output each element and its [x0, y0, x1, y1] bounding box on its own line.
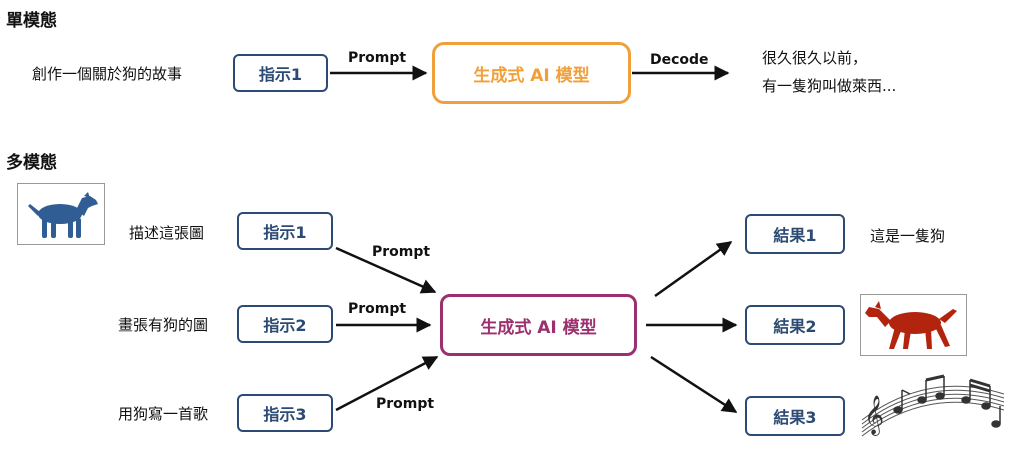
multi-modal-title: 多模態 — [6, 153, 57, 173]
blue-dog-icon — [17, 183, 105, 245]
prompt-arrow-3 — [335, 355, 439, 412]
music-notes-icon: 𝄞 — [858, 366, 1008, 442]
single-output-line1: 很久很久以前， — [762, 49, 868, 67]
result-output-text-1: 這是一隻狗 — [870, 227, 946, 245]
single-instruction-box: 指示1 — [233, 54, 328, 92]
single-output-line2: 有一隻狗叫做萊西... — [762, 77, 897, 95]
multi-prompt-label-2: Prompt — [348, 301, 407, 317]
prompt-arrow-1 — [335, 246, 437, 294]
multi-model-box: 生成式 AI 模型 — [440, 294, 637, 356]
multi-prompt-label-1: Prompt — [372, 244, 431, 260]
multi-instruction-box-1: 指示1 — [237, 212, 333, 250]
multi-input-text-1: 描述這張圖 — [129, 224, 205, 242]
result-box-2: 結果2 — [745, 305, 845, 345]
result-arrow-3 — [650, 355, 738, 414]
single-prompt-label: Prompt — [348, 50, 407, 66]
multi-instruction-box-2: 指示2 — [237, 305, 333, 343]
decode-label: Decode — [650, 52, 709, 68]
result-box-1: 結果1 — [745, 214, 845, 254]
multi-input-text-2: 畫張有狗的圖 — [118, 316, 209, 334]
red-dog-icon — [860, 294, 967, 356]
multi-instruction-box-3: 指示3 — [237, 394, 333, 432]
result-arrow-1 — [654, 240, 733, 298]
multi-input-text-3: 用狗寫一首歌 — [118, 405, 209, 423]
single-output-text: 很久很久以前， 有一隻狗叫做萊西... — [762, 44, 896, 100]
single-modal-title: 單模態 — [6, 11, 57, 31]
single-input-text: 創作一個關於狗的故事 — [32, 65, 183, 83]
single-model-box: 生成式 AI 模型 — [432, 42, 631, 104]
multi-prompt-label-3: Prompt — [376, 396, 435, 412]
svg-text:𝄞: 𝄞 — [864, 395, 884, 436]
result-box-3: 結果3 — [745, 396, 845, 436]
